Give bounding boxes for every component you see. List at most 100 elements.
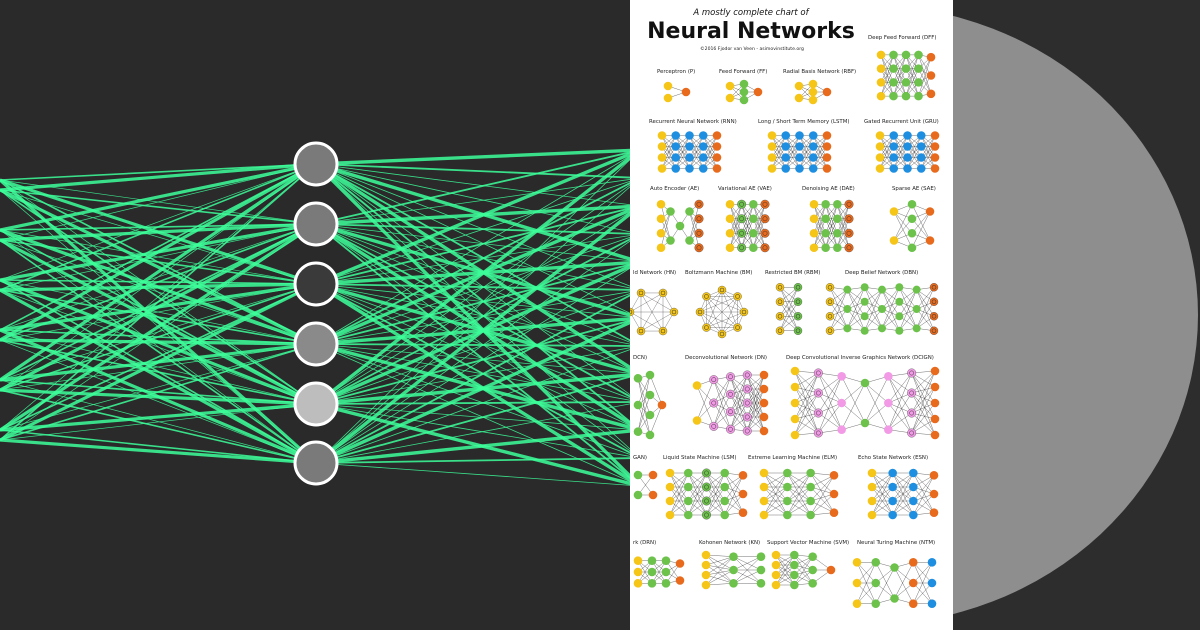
node bbox=[907, 199, 917, 209]
edge bbox=[856, 562, 876, 604]
edge bbox=[785, 135, 800, 169]
node-ring bbox=[660, 328, 666, 334]
node bbox=[916, 153, 926, 162]
edge bbox=[813, 204, 826, 248]
node bbox=[852, 558, 862, 567]
edge bbox=[888, 372, 912, 404]
edge bbox=[705, 564, 734, 584]
node bbox=[871, 578, 881, 588]
edge bbox=[918, 57, 932, 97]
mini-network bbox=[767, 131, 832, 173]
edge bbox=[721, 289, 738, 328]
connection-line bbox=[0, 329, 317, 405]
edge bbox=[813, 135, 828, 158]
node bbox=[759, 412, 769, 422]
node-ring bbox=[638, 290, 644, 296]
node-ring bbox=[815, 410, 821, 416]
edge bbox=[893, 54, 907, 97]
node-ring bbox=[735, 294, 740, 299]
node-ring bbox=[711, 377, 717, 383]
edge bbox=[705, 574, 734, 584]
edge bbox=[829, 301, 848, 329]
edge bbox=[669, 472, 689, 502]
node-ring bbox=[728, 374, 733, 380]
node bbox=[671, 142, 681, 151]
edge bbox=[841, 382, 866, 404]
node bbox=[888, 510, 897, 520]
node bbox=[912, 305, 921, 313]
node-ring bbox=[795, 314, 801, 319]
edge bbox=[864, 376, 889, 424]
edge bbox=[705, 569, 734, 586]
mini-network bbox=[725, 199, 770, 253]
node bbox=[760, 214, 770, 224]
edge bbox=[724, 475, 744, 516]
connection-line bbox=[0, 389, 317, 464]
edge bbox=[847, 301, 865, 329]
edge bbox=[911, 211, 931, 248]
mini-network bbox=[867, 468, 939, 520]
node-ring bbox=[815, 430, 821, 436]
node bbox=[909, 468, 918, 478]
edge bbox=[730, 388, 748, 430]
node bbox=[756, 565, 766, 575]
edge bbox=[713, 379, 731, 430]
node-ring bbox=[762, 245, 768, 251]
network-label: Auto Encoder (AE) bbox=[650, 186, 699, 192]
connection-line bbox=[315, 373, 640, 464]
node bbox=[729, 579, 738, 588]
edge bbox=[794, 392, 819, 436]
edge bbox=[799, 146, 814, 169]
edge bbox=[888, 412, 912, 430]
edge bbox=[810, 475, 835, 488]
node-ring bbox=[638, 328, 644, 334]
node bbox=[813, 408, 823, 418]
node bbox=[895, 312, 904, 321]
edge bbox=[864, 287, 883, 310]
edge bbox=[799, 135, 814, 158]
node bbox=[889, 236, 899, 245]
node bbox=[759, 384, 769, 394]
node bbox=[685, 236, 694, 245]
node bbox=[825, 283, 835, 292]
edge bbox=[794, 370, 819, 414]
edge bbox=[705, 569, 734, 576]
node bbox=[871, 599, 881, 608]
node-ring bbox=[704, 294, 709, 299]
edge bbox=[892, 472, 914, 502]
connection-line bbox=[315, 223, 640, 347]
edge bbox=[747, 374, 765, 432]
node bbox=[657, 400, 667, 410]
connection-line bbox=[315, 283, 640, 431]
edge bbox=[733, 556, 762, 584]
edge bbox=[899, 287, 917, 310]
edge bbox=[689, 146, 704, 169]
edge bbox=[637, 404, 651, 436]
poster-credit: ©2016 Fjodor van Veen - asimovinstitute.… bbox=[700, 45, 804, 52]
edge bbox=[688, 486, 707, 516]
edge bbox=[799, 135, 814, 169]
node-ring bbox=[696, 230, 702, 236]
edge bbox=[911, 412, 936, 436]
node bbox=[821, 199, 830, 209]
edge bbox=[706, 486, 725, 516]
node bbox=[717, 285, 727, 295]
node bbox=[793, 297, 803, 306]
network-label: Deconvolutional Network (DN) bbox=[685, 355, 767, 361]
edge bbox=[893, 146, 908, 169]
node bbox=[884, 425, 893, 434]
node bbox=[694, 199, 704, 209]
node bbox=[876, 64, 886, 73]
node bbox=[692, 416, 702, 425]
decorative-disc bbox=[953, 5, 1198, 625]
edge bbox=[730, 374, 748, 412]
connection-lines bbox=[0, 148, 640, 488]
node bbox=[852, 578, 862, 588]
edge bbox=[879, 135, 894, 158]
node bbox=[790, 550, 799, 560]
edge bbox=[730, 374, 748, 430]
connection-line bbox=[315, 222, 640, 432]
node-ring bbox=[846, 216, 852, 222]
edge bbox=[911, 392, 936, 420]
node bbox=[867, 482, 877, 492]
